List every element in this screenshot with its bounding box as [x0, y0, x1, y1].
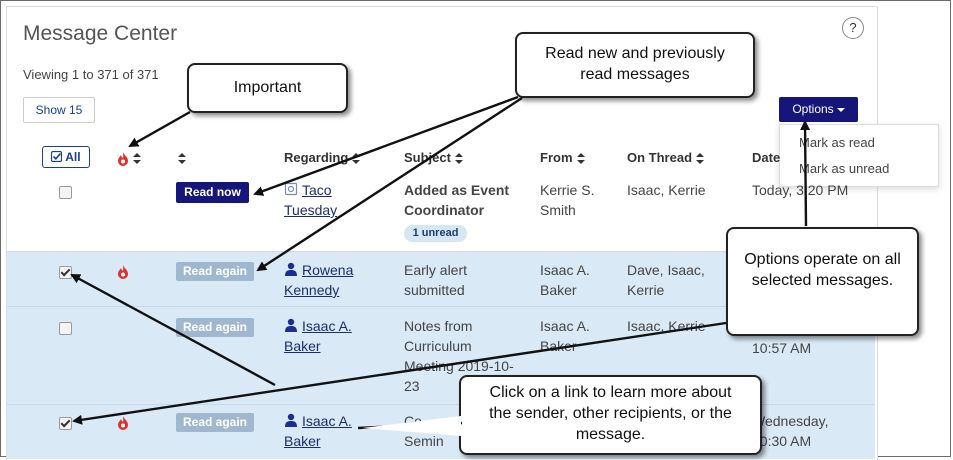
sort-icon	[576, 152, 585, 165]
subject-column-header[interactable]: Subject	[404, 150, 463, 165]
options-button[interactable]: Options	[779, 97, 858, 122]
date-text: 10:57 AM	[752, 338, 811, 358]
regarding-column-header[interactable]: Regarding	[284, 150, 361, 165]
thread-column-header[interactable]: On Thread	[627, 150, 705, 165]
select-all-button[interactable]: All	[42, 146, 90, 168]
arrow-to-important-column	[128, 110, 191, 148]
row-select-checkbox[interactable]	[59, 186, 72, 199]
row-select-checkbox[interactable]	[59, 266, 72, 279]
arrow-to-checkbox-row4	[72, 321, 727, 425]
thread-header-label: On Thread	[627, 150, 693, 165]
unread-badge: 1 unread	[404, 225, 467, 242]
cell-line: Isaac A.	[302, 413, 352, 429]
show-count-button[interactable]: Show 15	[23, 97, 95, 123]
cell-line: 10:30 AM	[752, 433, 812, 449]
caret-down-icon	[836, 107, 845, 112]
checkbox-icon	[51, 150, 63, 163]
callout-important: Important	[187, 63, 348, 113]
sort-icon	[454, 152, 463, 165]
subject-header-label: Subject	[404, 150, 451, 165]
flame-icon[interactable]	[117, 265, 129, 279]
read-again-button[interactable]: Read again	[176, 413, 254, 432]
important-column-header[interactable]	[117, 150, 141, 166]
cell-line: Wednesday,	[752, 413, 829, 429]
cell-line: Dave, Isaac,	[627, 262, 705, 278]
cell-line: Isaac A.	[540, 318, 590, 334]
regarding-link[interactable]: Isaac A. Baker	[284, 316, 352, 356]
sort-icon	[178, 152, 186, 165]
arrow-to-read-now	[253, 95, 519, 196]
cell-line: Taco	[302, 182, 332, 198]
cell-line: Isaac, Kerrie	[627, 182, 706, 198]
row-select-checkbox[interactable]	[59, 417, 72, 430]
arrow-to-checkbox-row2	[70, 273, 276, 387]
row-divider	[7, 404, 875, 405]
cell-line: submitted	[404, 282, 465, 298]
cell-line: Smith	[540, 202, 576, 218]
regarding-header-label: Regarding	[284, 150, 349, 165]
date-header-label: Date	[752, 150, 781, 165]
cell-line: Baker	[540, 282, 577, 298]
options-button-label: Options	[792, 102, 834, 116]
date-column-header[interactable]: Date	[752, 150, 780, 165]
thread-text: Isaac, Kerrie	[627, 180, 706, 200]
flame-icon	[118, 151, 128, 166]
mark-as-unread-option[interactable]: Mark as unread	[799, 161, 890, 176]
cell-line: 23	[404, 378, 420, 394]
cell-line: Baker	[284, 338, 321, 354]
mark-as-read-option[interactable]: Mark as read	[799, 135, 875, 150]
cell-line: Kerrie S.	[540, 182, 595, 198]
from-text: Kerrie S. Smith	[540, 180, 594, 220]
read-again-button[interactable]: Read again	[176, 318, 254, 337]
viewing-count: Viewing 1 to 371 of 371	[23, 67, 159, 82]
cell-line: Meeting 2019-10-	[404, 358, 514, 374]
from-column-header[interactable]: From	[540, 150, 585, 165]
arrow-to-read-again	[256, 96, 523, 272]
row-divider	[7, 306, 875, 307]
callout-links: Click on a link to learn more about the …	[459, 375, 762, 455]
from-text: Isaac A. Baker	[540, 260, 590, 300]
cell-line: Rowena	[302, 262, 354, 278]
regarding-link[interactable]: Isaac A. Baker	[284, 411, 352, 451]
row-divider	[7, 251, 875, 252]
cell-line: Today, 3:20 PM	[752, 182, 849, 198]
callout-options: Options operate on all selected messages…	[726, 227, 919, 336]
cell-line: Isaac A.	[302, 318, 352, 334]
arrow-to-options	[800, 120, 811, 227]
action-column-header[interactable]	[178, 150, 186, 165]
row-select-checkbox[interactable]	[59, 322, 72, 335]
sort-icon	[352, 152, 361, 165]
callout-read-messages: Read new and previously read messages	[515, 32, 755, 98]
from-header-label: From	[540, 150, 573, 165]
help-icon[interactable]: ?	[842, 17, 864, 39]
cell-line: Kennedy	[284, 282, 340, 298]
date-text: Wednesday, 10:30 AM	[752, 411, 829, 451]
cell-line: Coordinator	[404, 202, 485, 218]
flame-icon[interactable]	[117, 416, 129, 430]
read-now-button[interactable]: Read now	[176, 182, 249, 203]
cell-line: Curriculum	[404, 338, 472, 354]
cell-line: 10:57 AM	[752, 340, 812, 356]
cell-line: Semin	[404, 433, 444, 449]
cell-line: Isaac A.	[540, 262, 590, 278]
cell-line: Notes from	[404, 318, 473, 334]
cell-line: Tuesday	[284, 202, 338, 218]
sort-icon	[133, 152, 141, 165]
read-again-button[interactable]: Read again	[176, 262, 254, 281]
sort-icon	[696, 152, 705, 165]
select-all-label: All	[65, 150, 81, 164]
cell-line: Early alert	[404, 262, 468, 278]
cell-line: Added as Event	[404, 182, 510, 198]
cell-line: Baker	[284, 433, 321, 449]
thread-text: Dave, Isaac, Kerrie	[627, 260, 705, 300]
date-text: Today, 3:20 PM	[752, 180, 848, 200]
subject-text[interactable]: Early alert submitted	[404, 260, 467, 300]
page-title: Message Center	[23, 22, 178, 45]
cell-line: Kerrie	[627, 282, 665, 298]
